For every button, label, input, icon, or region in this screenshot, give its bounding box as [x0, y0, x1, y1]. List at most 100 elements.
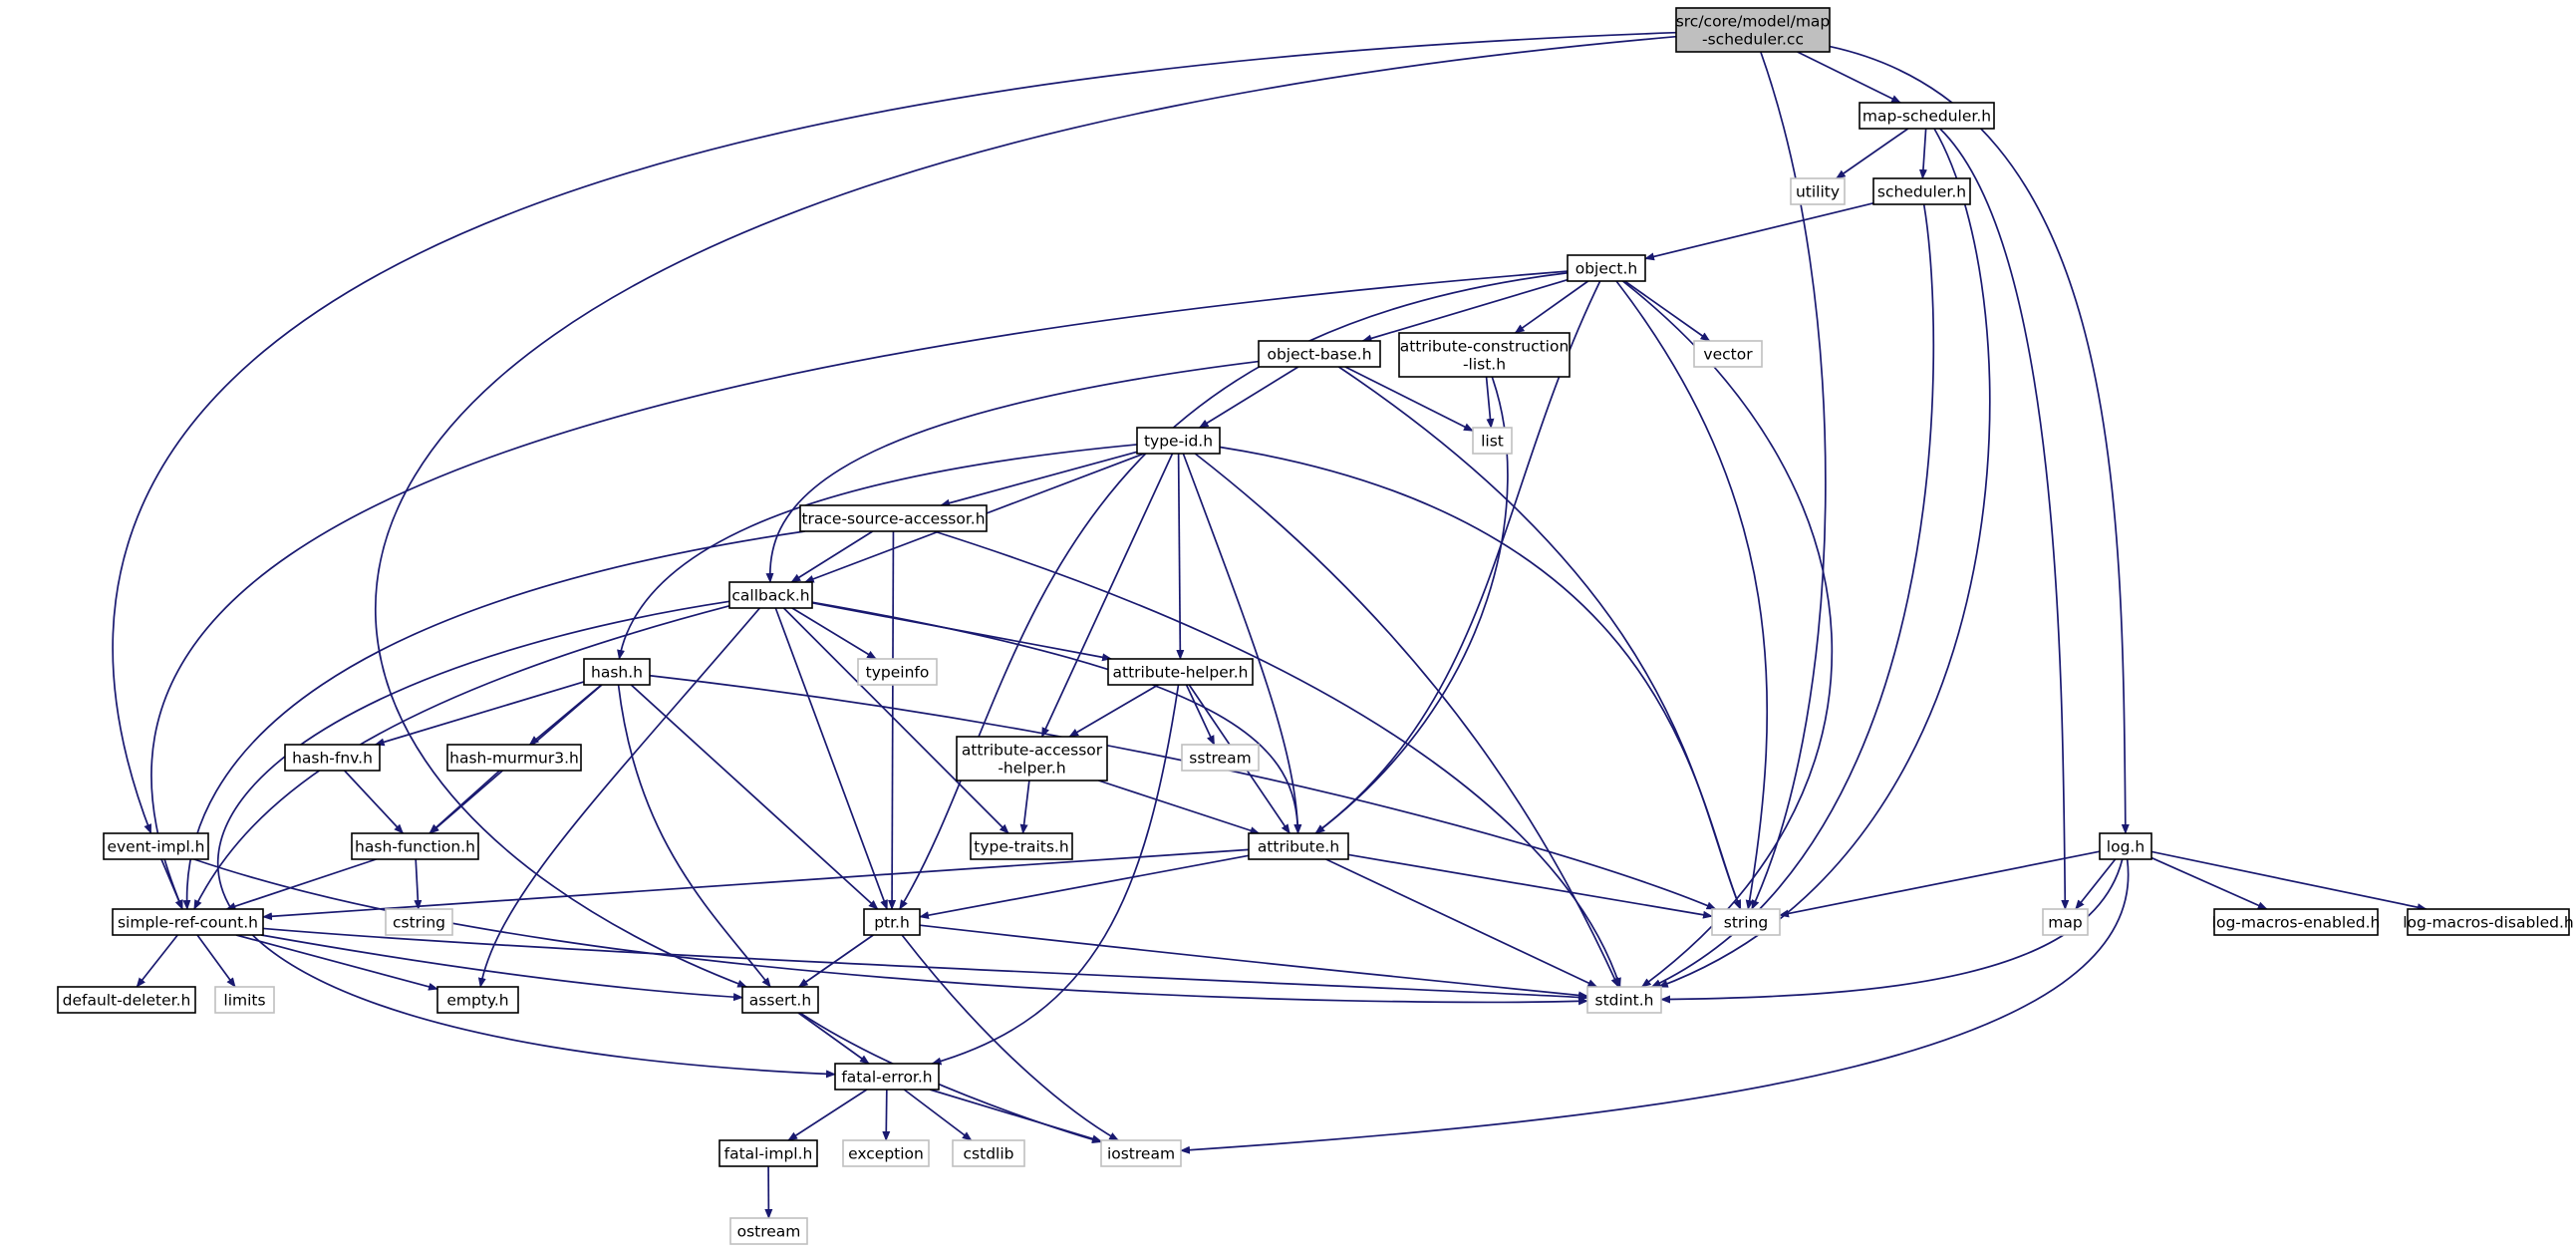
edge-ptr-to-iostream	[901, 934, 1120, 1141]
node-label: ostream	[737, 1223, 801, 1241]
edge-type-id-to-attribute	[1182, 453, 1302, 834]
node-log[interactable]: log.h	[2099, 832, 2152, 860]
node-log-disabled[interactable]: log-macros-disabled.h	[2403, 908, 2574, 936]
node-label: list	[1481, 433, 1504, 451]
edge-root-to-event-impl	[112, 31, 1677, 834]
edge-log-to-iostream	[1180, 858, 2130, 1154]
node-simple-ref[interactable]: simple-ref-count.h	[112, 908, 264, 936]
edge-map-scheduler-to-utility	[1835, 128, 1909, 179]
node-ptr[interactable]: ptr.h	[863, 908, 921, 936]
node-box	[583, 658, 651, 686]
node-box	[1711, 908, 1781, 936]
node-label: callback.h	[731, 587, 809, 605]
node-label: -scheduler.cc	[1702, 31, 1804, 49]
node-empty[interactable]: empty.h	[436, 986, 519, 1014]
node-scheduler[interactable]: scheduler.h	[1872, 177, 1971, 205]
edge-fatal-error-to-exception	[882, 1089, 891, 1141]
edge-log-to-log-enabled	[2150, 856, 2268, 910]
edge-object-to-attr-construction	[1514, 280, 1589, 334]
node-box	[834, 1063, 940, 1091]
node-hash-function[interactable]: hash-function.h	[351, 832, 479, 860]
edge-type-id-to-attr-accessor	[1040, 453, 1174, 738]
node-box	[1859, 102, 1995, 130]
node-label: empty.h	[446, 992, 508, 1010]
edge-simple-ref-to-default-deleter	[136, 934, 178, 988]
node-root[interactable]: src/core/model/map-scheduler.cc	[1675, 7, 1831, 53]
node-string: string	[1711, 908, 1781, 936]
edge-attr-construction-to-list	[1485, 376, 1495, 429]
node-box	[436, 986, 519, 1014]
edge-hash-to-assert	[617, 684, 771, 988]
node-label: type-id.h	[1144, 433, 1213, 451]
edge-hash-to-ptr	[630, 684, 879, 910]
node-box	[103, 832, 209, 860]
node-label: attribute.h	[1258, 838, 1339, 856]
node-label: map-scheduler.h	[1862, 108, 1991, 126]
node-label: type-traits.h	[974, 838, 1068, 856]
node-label: iostream	[1107, 1145, 1175, 1163]
edge-trace-source-to-stdint	[934, 530, 1621, 988]
node-fatal-error[interactable]: fatal-error.h	[834, 1063, 940, 1091]
edge-simple-ref-to-stdint	[262, 927, 1588, 1002]
node-label: string	[1724, 914, 1769, 932]
node-callback[interactable]: callback.h	[728, 581, 813, 609]
edge-attr-accessor-to-attribute	[1098, 780, 1261, 834]
node-type-traits[interactable]: type-traits.h	[970, 832, 1073, 860]
node-fatal-impl[interactable]: fatal-impl.h	[718, 1139, 818, 1167]
node-list: list	[1472, 427, 1513, 455]
node-label: cstring	[393, 914, 445, 932]
edge-object-to-ptr	[899, 271, 1569, 910]
node-label: limits	[223, 992, 265, 1010]
node-label: ptr.h	[874, 914, 910, 932]
node-label: typeinfo	[866, 664, 930, 682]
node-attr-accessor[interactable]: attribute-accessor-helper.h	[956, 736, 1108, 782]
edge-object-base-to-type-id	[1198, 366, 1299, 429]
node-trace-source[interactable]: trace-source-accessor.h	[799, 504, 988, 532]
node-label: vector	[1703, 346, 1753, 364]
node-attribute[interactable]: attribute.h	[1248, 832, 1349, 860]
node-label: attribute-accessor	[962, 742, 1103, 760]
node-layer: src/core/model/map-scheduler.cc map-sched…	[57, 7, 2574, 1245]
node-hash[interactable]: hash.h	[583, 658, 651, 686]
edge-type-id-to-trace-source	[940, 451, 1138, 507]
edge-fatal-error-to-iostream	[929, 1089, 1102, 1143]
node-box	[112, 908, 264, 936]
node-event-impl[interactable]: event-impl.h	[103, 832, 209, 860]
node-assert[interactable]: assert.h	[741, 986, 819, 1014]
node-attr-helper[interactable]: attribute-helper.h	[1107, 658, 1254, 686]
node-box	[214, 986, 275, 1014]
node-object-base[interactable]: object-base.h	[1258, 340, 1381, 368]
node-sstream: sstream	[1181, 744, 1260, 772]
edge-simple-ref-to-limits	[196, 934, 236, 988]
node-box	[728, 581, 813, 609]
node-box	[57, 986, 196, 1014]
edge-hash-function-to-simple-ref	[225, 858, 377, 910]
node-attr-construction[interactable]: attribute-construction-list.h	[1398, 332, 1571, 378]
node-label: object-base.h	[1267, 346, 1371, 364]
node-box	[956, 736, 1108, 782]
node-hash-murmur3[interactable]: hash-murmur3.h	[446, 744, 582, 772]
node-box	[2042, 908, 2089, 936]
node-box	[741, 986, 819, 1014]
node-default-deleter[interactable]: default-deleter.h	[57, 986, 196, 1014]
node-box	[1472, 427, 1513, 455]
node-label: utility	[1796, 183, 1840, 201]
edge-object-to-simple-ref	[150, 270, 1569, 910]
edge-root-to-map-scheduler	[1797, 51, 1902, 104]
node-box	[2213, 908, 2379, 936]
node-cstring: cstring	[385, 908, 453, 936]
node-hash-fnv[interactable]: hash-fnv.h	[284, 744, 381, 772]
edge-root-to-log	[1829, 45, 2130, 834]
node-box	[351, 832, 479, 860]
node-object[interactable]: object.h	[1567, 254, 1646, 282]
node-type-id[interactable]: type-id.h	[1136, 427, 1221, 455]
edge-callback-to-attribute	[811, 601, 1302, 834]
edge-scheduler-to-stdint	[1650, 203, 1935, 988]
edge-object-base-to-callback	[765, 360, 1260, 583]
node-box	[1100, 1139, 1182, 1167]
edge-simple-ref-to-empty	[235, 934, 438, 991]
node-map-scheduler[interactable]: map-scheduler.h	[1859, 102, 1995, 130]
node-log-enabled[interactable]: log-macros-enabled.h	[2212, 908, 2381, 936]
edge-object-to-string	[1615, 280, 1769, 910]
node-box	[1567, 254, 1646, 282]
